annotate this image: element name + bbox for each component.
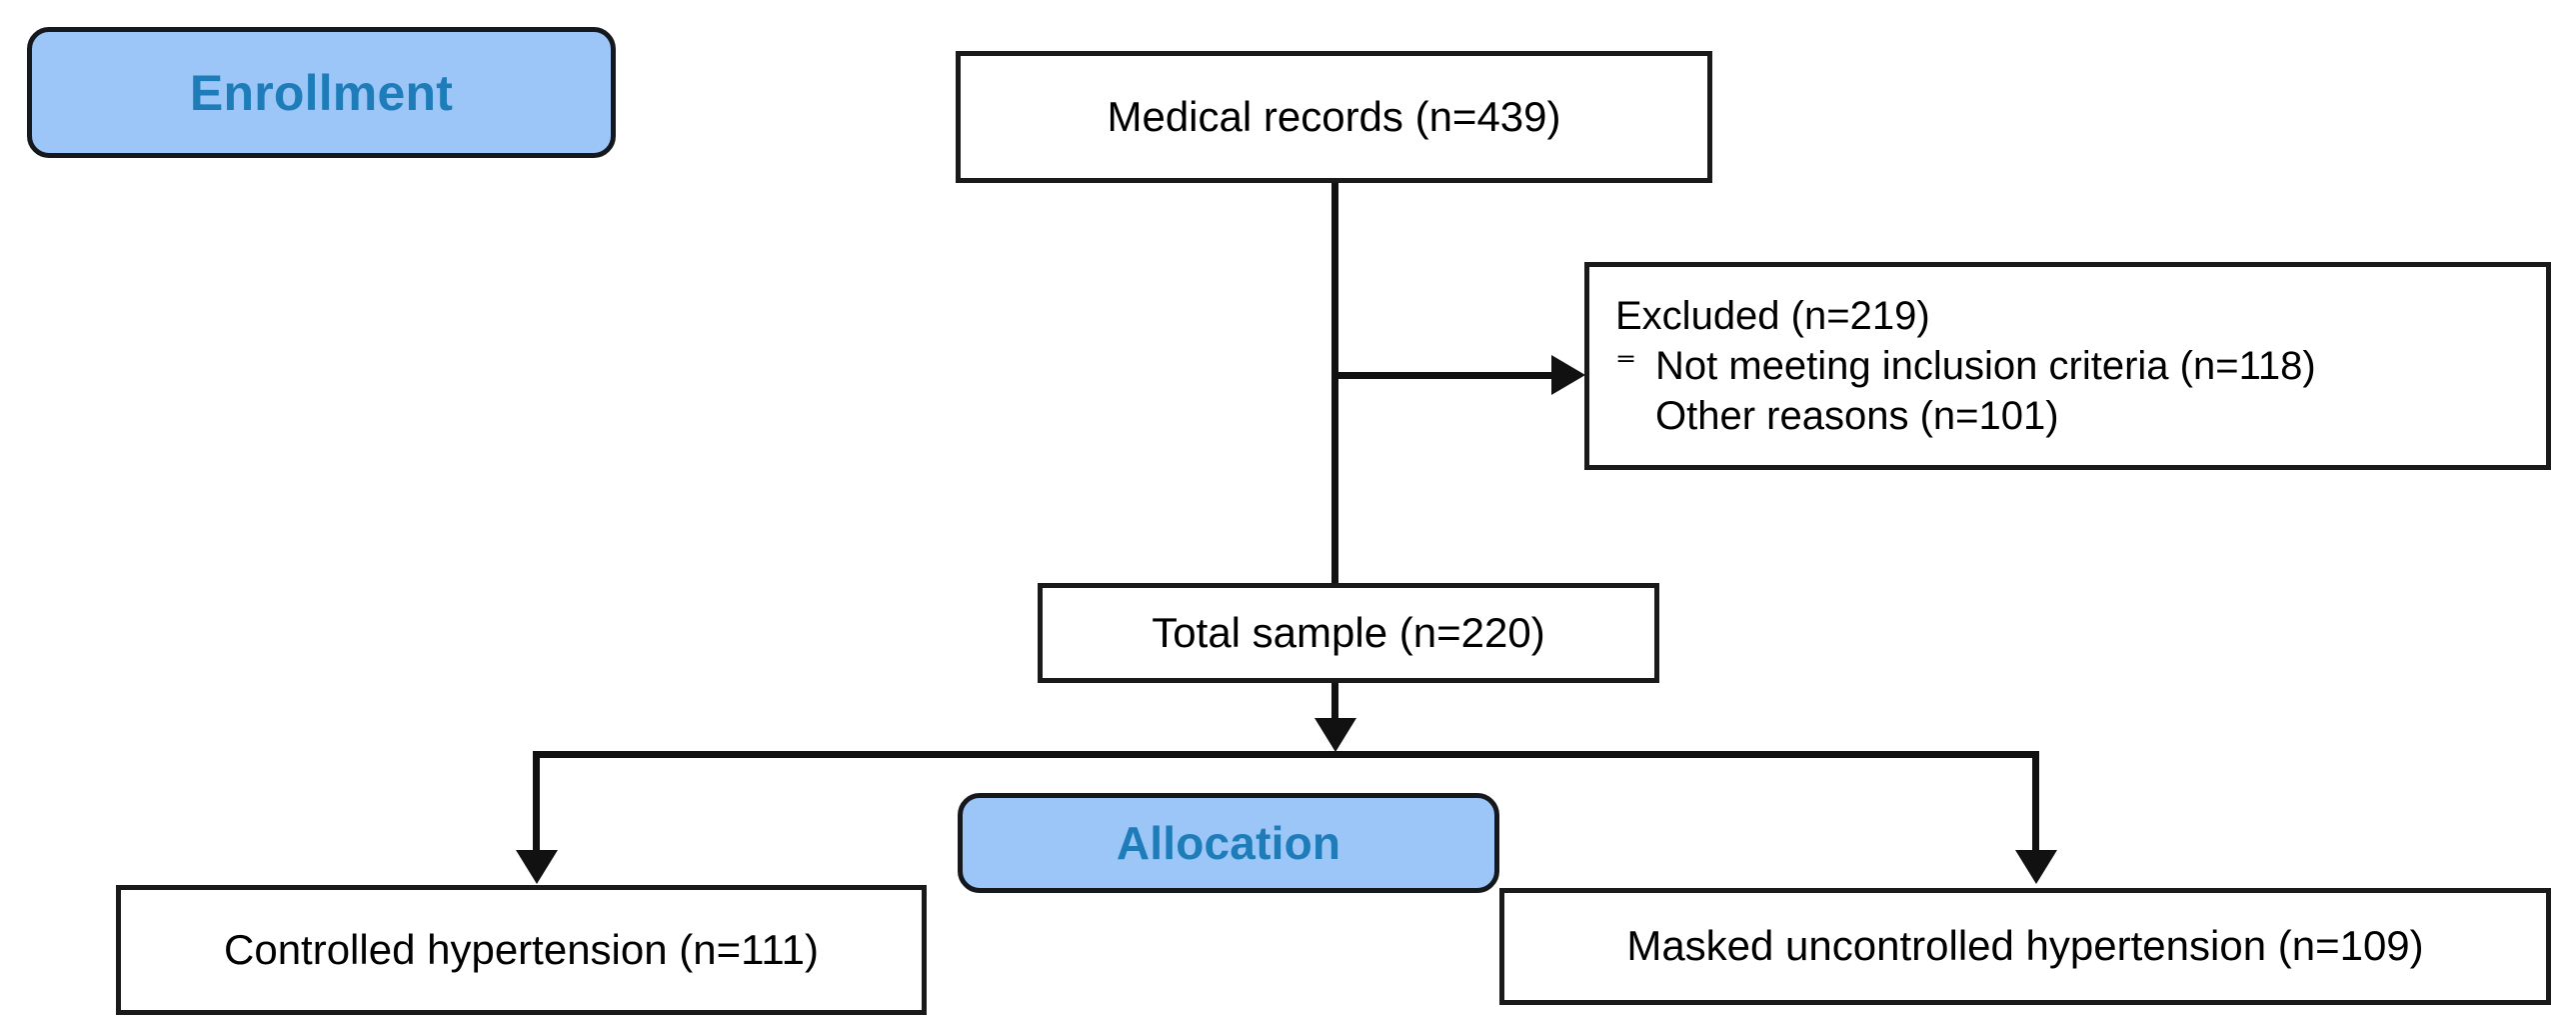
- stage-label-enrollment: Enrollment: [27, 27, 616, 158]
- node-excluded-heading: Excluded (n=219): [1615, 294, 1930, 338]
- connector-total-sample-to-split-line: [1331, 683, 1338, 723]
- node-excluded-reason-1-label: Other reasons (n=101): [1655, 394, 2059, 438]
- node-excluded-reason-0: ⁼ Not meeting inclusion criteria (n=118): [1615, 344, 2316, 388]
- stage-label-enrollment-text: Enrollment: [189, 64, 454, 121]
- node-controlled-hypertension-label: Controlled hypertension (n=111): [224, 925, 819, 973]
- node-total-sample: Total sample (n=220): [1038, 583, 1659, 683]
- connector-records-to-excluded-arrowhead: [1551, 355, 1585, 395]
- node-medical-records-label: Medical records (n=439): [1107, 92, 1561, 140]
- node-excluded-reason-1: Other reasons (n=101): [1615, 394, 2059, 438]
- connector-split-to-controlled-arrowhead: [516, 850, 558, 884]
- stage-label-allocation-text: Allocation: [1116, 817, 1341, 869]
- node-masked-uncontrolled-hypertension-label: Masked uncontrolled hypertension (n=109): [1626, 922, 2424, 970]
- node-total-sample-label: Total sample (n=220): [1152, 608, 1545, 656]
- connector-total-sample-to-split-arrowhead: [1314, 718, 1356, 752]
- excluded-bullet-icon: ⁼: [1615, 344, 1637, 388]
- stage-label-allocation: Allocation: [958, 793, 1499, 893]
- node-controlled-hypertension: Controlled hypertension (n=111): [116, 885, 927, 1015]
- connector-records-to-total-sample: [1331, 183, 1338, 583]
- connector-allocation-split-bar: [533, 751, 2039, 758]
- connector-split-to-masked-line: [2032, 751, 2039, 855]
- connector-split-to-masked-arrowhead: [2015, 850, 2057, 884]
- node-excluded-reason-0-label: Not meeting inclusion criteria (n=118): [1655, 344, 2316, 388]
- connector-records-to-excluded-line: [1331, 372, 1551, 379]
- node-medical-records: Medical records (n=439): [956, 51, 1712, 183]
- node-masked-uncontrolled-hypertension: Masked uncontrolled hypertension (n=109): [1499, 888, 2551, 1005]
- connector-split-to-controlled-line: [533, 751, 540, 855]
- node-excluded: Excluded (n=219) ⁼ Not meeting inclusion …: [1584, 262, 2551, 470]
